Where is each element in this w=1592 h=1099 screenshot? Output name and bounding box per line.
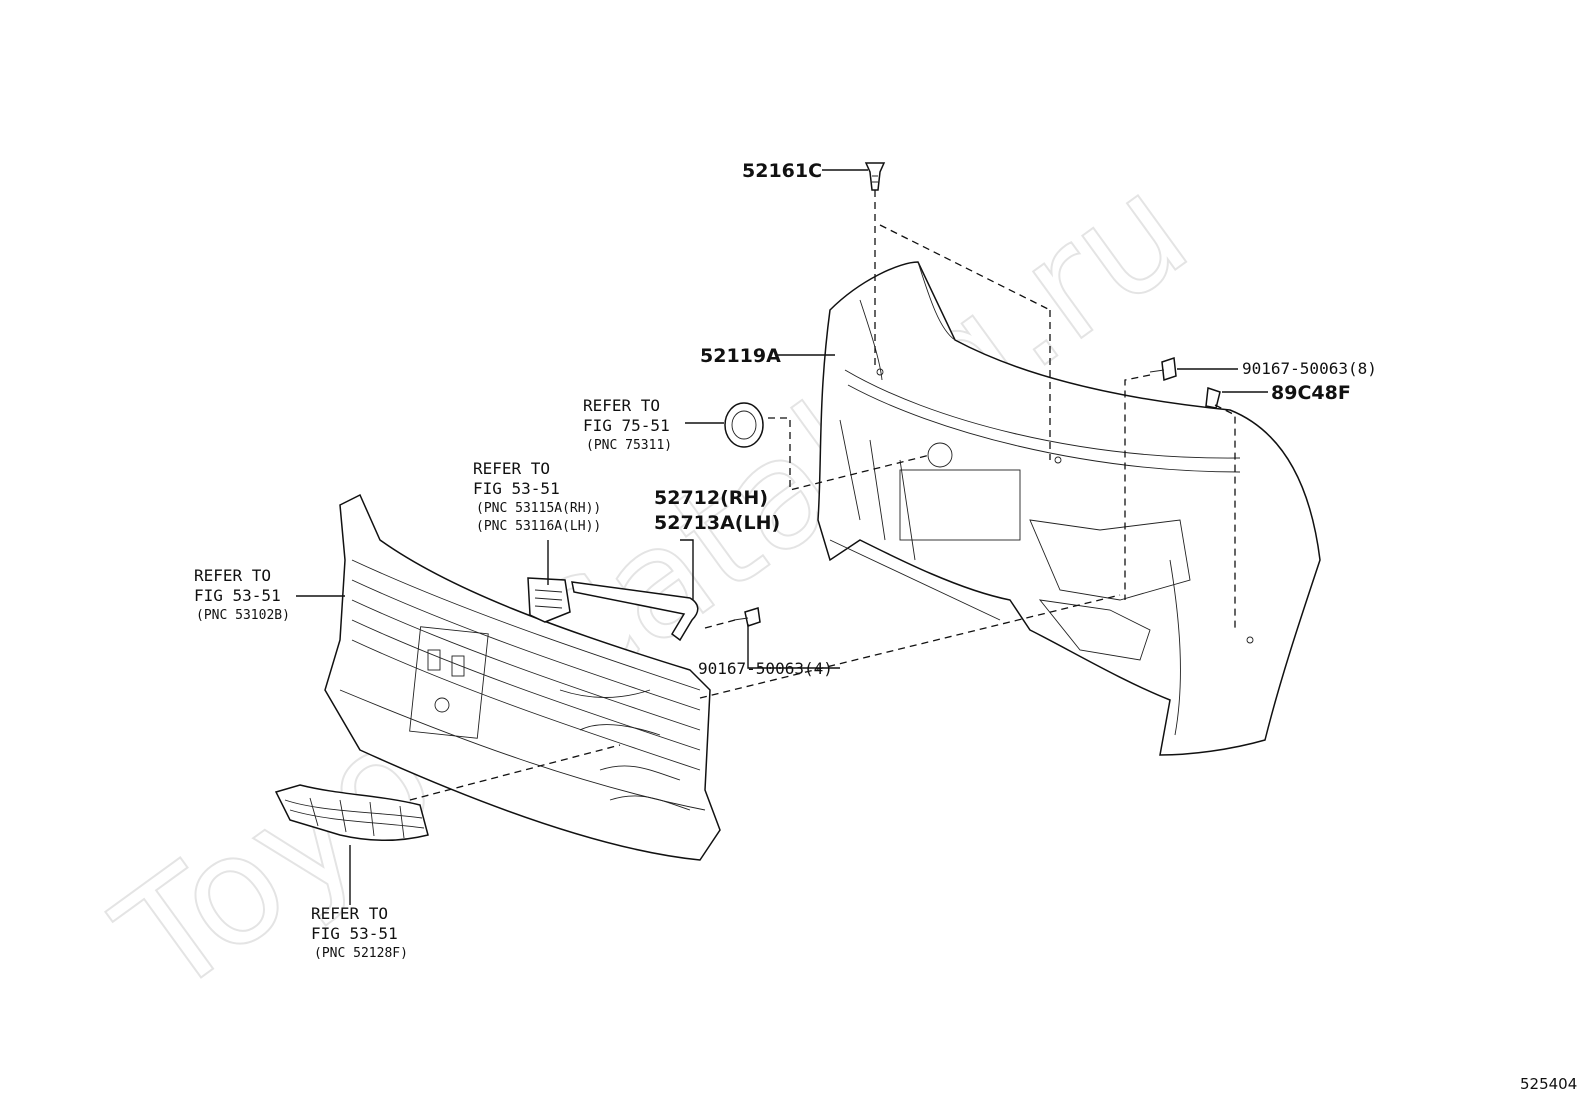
ref-bracket-3: (PNC 53115A(RH)) [476,501,601,516]
bumper-cover-52119a [817,261,1321,756]
ref-bracket-2: FIG 53-51 [473,479,560,498]
clip-89c48f [1205,386,1221,409]
emblem-disc [724,402,764,448]
ref-lower-2: FIG 53-51 [311,924,398,943]
figure-id: 525404 [1520,1075,1577,1093]
label-90167-8: 90167-50063(8) [1242,359,1377,378]
bumper-retainer-bracket [571,581,699,642]
ref-lower-1: REFER TO [311,904,388,923]
screw-90167-8 [1149,356,1177,382]
radiator-grille [324,493,721,861]
ref-grille-1: REFER TO [194,566,271,585]
label-90167-4: 90167-50063(4) [698,659,833,678]
ref-bracket-4: (PNC 53116A(LH)) [476,519,601,534]
ref-lower-3: (PNC 52128F) [314,946,408,961]
ref-grille-2: FIG 53-51 [194,586,281,605]
dashed-guides [409,190,1236,801]
label-52161c: 52161C [742,160,822,182]
ref-emblem-1: REFER TO [583,396,660,415]
label-52713a-lh: 52713A(LH) [654,512,780,534]
ref-emblem-3: (PNC 75311) [586,438,672,453]
label-52119a: 52119A [700,345,781,367]
label-52712-rh: 52712(RH) [654,487,768,509]
ref-bracket-1: REFER TO [473,459,550,478]
grille-bracket [527,577,571,623]
clip-52161c [864,162,886,191]
leader-lines [296,169,1268,905]
ref-emblem-2: FIG 75-51 [583,416,670,435]
lower-grille-insert [274,784,429,841]
ref-grille-3: (PNC 53102B) [196,608,290,623]
label-89c48f: 89C48F [1271,382,1351,404]
screw-90167-4 [733,607,761,627]
